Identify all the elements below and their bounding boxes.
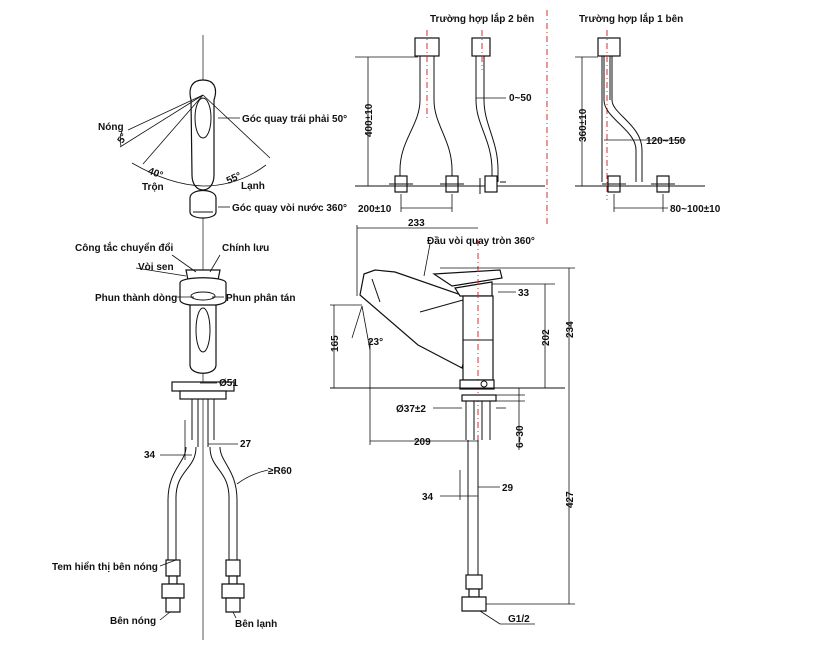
d233-label: 233: [408, 218, 425, 229]
hot-label: Nóng: [98, 122, 124, 133]
hot-side-label: Bên nóng: [110, 616, 156, 627]
d6-30-label: 6~30: [515, 425, 526, 448]
d209-label: 209: [414, 437, 431, 448]
hot-tag-label: Tem hiển thị bên nóng: [52, 561, 158, 573]
angle-5-label: 5°: [116, 132, 130, 146]
two-side-side-view: [471, 30, 506, 194]
d80-100-label: 80~100±10: [670, 204, 721, 215]
d360-label: 360±10: [578, 108, 589, 142]
angle-40-label: 40°: [146, 166, 164, 182]
d37-label: Ø37±2: [396, 404, 426, 415]
d427-label: 427: [565, 491, 576, 508]
d34-label: 34: [144, 450, 156, 461]
front-view: [161, 269, 245, 613]
d33-label: 33: [518, 288, 530, 299]
r60-label: ≥R60: [268, 466, 292, 477]
spray-label: Phun phân tán: [226, 293, 295, 304]
one-side-view: [597, 30, 675, 200]
spout-rotation-label: Góc quay vòi nước 360°: [232, 203, 347, 214]
case-two-side-title: Trường hợp lắp 2 bên: [430, 12, 534, 25]
two-side-front-view: [389, 30, 464, 193]
d51-label: Ø51: [219, 378, 238, 389]
d120-150-label: 120~150: [646, 136, 686, 147]
g12-label: G1/2: [508, 614, 530, 625]
a23-label: 23°: [368, 337, 383, 348]
d165-label: 165: [330, 335, 341, 352]
d29-label: 29: [502, 483, 514, 494]
d234-label: 234: [565, 321, 576, 338]
d0-50-label: 0~50: [509, 93, 532, 104]
case-one-side-title: Trường hợp lắp 1 bên: [579, 12, 683, 25]
mix-label: Trộn: [142, 182, 164, 193]
hand-shower-label: Vòi sen: [138, 262, 174, 273]
main-flow-label: Chính lưu: [222, 243, 269, 254]
cold-label: Lạnh: [241, 181, 265, 192]
head-rotation-label: Đầu vòi quay tròn 360°: [427, 235, 535, 247]
d34b-label: 34: [422, 492, 434, 503]
side-elevation: [359, 240, 503, 612]
d200-label: 200±10: [358, 204, 392, 215]
d27-label: 27: [240, 439, 252, 450]
top-view: [119, 79, 271, 219]
stream-label: Phun thành dòng: [95, 293, 177, 304]
rotation-50-label: Góc quay trái phải 50°: [242, 114, 347, 125]
d202-label: 202: [541, 329, 552, 346]
d400-label: 400±10: [364, 103, 375, 137]
cold-side-label: Bên lạnh: [235, 619, 277, 630]
switch-label: Công tắc chuyển đổi: [75, 241, 174, 254]
